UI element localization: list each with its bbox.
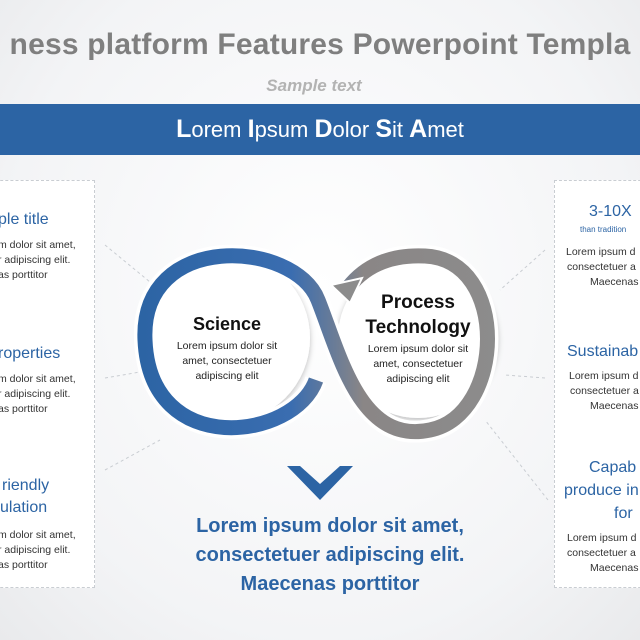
connector-lines bbox=[104, 244, 549, 501]
banner-initial: D bbox=[314, 115, 333, 143]
process-circle bbox=[338, 258, 498, 418]
banner-word-rest: met bbox=[427, 117, 464, 142]
banner-initial: I bbox=[247, 115, 255, 143]
process-title-line-1: Process bbox=[381, 292, 455, 313]
banner-word-rest: it bbox=[392, 117, 410, 142]
banner-word-rest: psum bbox=[254, 117, 315, 142]
left-item-2-title: roperties bbox=[0, 345, 61, 362]
left-item-3-title-line-2: ulation bbox=[0, 499, 48, 516]
banner-word-rest: olor bbox=[332, 117, 376, 142]
left-item-1-title: ple title bbox=[0, 211, 49, 228]
right-item-1-line-1: Lorem ipsum d bbox=[566, 246, 636, 258]
right-item-3-line-2: consectetuer a bbox=[567, 547, 636, 559]
loop-band bbox=[137, 248, 495, 440]
left-item-1-line-3: as porttitor bbox=[0, 269, 48, 281]
science-line-3: adipiscing elit bbox=[195, 370, 259, 382]
left-item-1-line-2: r adipiscing elit. bbox=[0, 254, 71, 266]
left-panel bbox=[0, 180, 95, 588]
right-item-1-title: 3-10X bbox=[589, 203, 632, 220]
right-item-2-line-3: Maecenas bbox=[590, 400, 639, 412]
right-item-1-subtext: than tradition bbox=[580, 225, 627, 234]
banner-initial: S bbox=[375, 115, 393, 143]
banner-initial: A bbox=[409, 115, 428, 143]
right-item-2-line-1: Lorem ipsum d bbox=[569, 370, 639, 382]
left-item-3-line-1: m dolor sit amet, bbox=[0, 529, 76, 541]
science-title: Science bbox=[192, 314, 262, 334]
right-item-3-line-1: Lorem ipsum d bbox=[567, 532, 637, 544]
science-line-1: Lorem ipsum dolor sit bbox=[176, 340, 278, 352]
slide-title: ness platform Features Powerpoint Templa bbox=[9, 28, 631, 61]
slide-subtitle: Sample text bbox=[266, 76, 362, 95]
left-item-1-line-1: m dolor sit amet, bbox=[0, 239, 76, 251]
summary-line-2: consectetuer adipiscing elit. bbox=[195, 544, 465, 566]
right-item-2-title: Sustainab bbox=[567, 343, 639, 360]
summary-text: Lorem ipsum dolor sit amet, consectetuer… bbox=[150, 512, 510, 599]
science-line-2: amet, consectetuer bbox=[182, 355, 272, 367]
process-line-2: amet, consectetuer bbox=[373, 358, 463, 370]
left-item-3-title-line-1: riendly bbox=[2, 477, 50, 494]
left-item-2-line-1: m dolor sit amet, bbox=[0, 373, 76, 385]
left-item-3-line-2: r adipiscing elit. bbox=[0, 544, 71, 556]
process-line-3: adipiscing elit bbox=[386, 373, 450, 385]
process-line-1: Lorem ipsum dolor sit bbox=[367, 343, 469, 355]
right-panel bbox=[554, 180, 640, 588]
right-item-2-line-2: consectetuer a bbox=[570, 385, 639, 397]
header-banner: Lorem Ipsum Dolor Sit Amet bbox=[0, 104, 640, 155]
left-item-2-line-3: as porttitor bbox=[0, 403, 48, 415]
right-item-1-line-3: Maecenas bbox=[590, 276, 639, 288]
left-item-3-line-3: as porttitor bbox=[0, 559, 48, 571]
banner-initial: L bbox=[176, 115, 192, 143]
chevron-down-icon bbox=[287, 466, 353, 500]
right-item-1-line-2: consectetuer a bbox=[567, 261, 636, 273]
process-title-line-2: Technology bbox=[365, 317, 471, 338]
right-item-3-line-3: Maecenas bbox=[590, 562, 639, 574]
banner-word-rest: orem bbox=[191, 117, 248, 142]
right-item-3-title-line-1: Capab bbox=[589, 459, 637, 476]
left-item-2-line-2: r adipiscing elit. bbox=[0, 388, 71, 400]
right-item-3-title-line-3: for bbox=[614, 505, 633, 522]
right-item-3-title-line-2: produce in bbox=[564, 482, 639, 499]
science-circle bbox=[140, 253, 310, 423]
summary-line-3: Maecenas porttitor bbox=[240, 573, 420, 595]
arrowhead-icon bbox=[328, 276, 364, 305]
summary-line-1: Lorem ipsum dolor sit amet, bbox=[196, 515, 464, 537]
